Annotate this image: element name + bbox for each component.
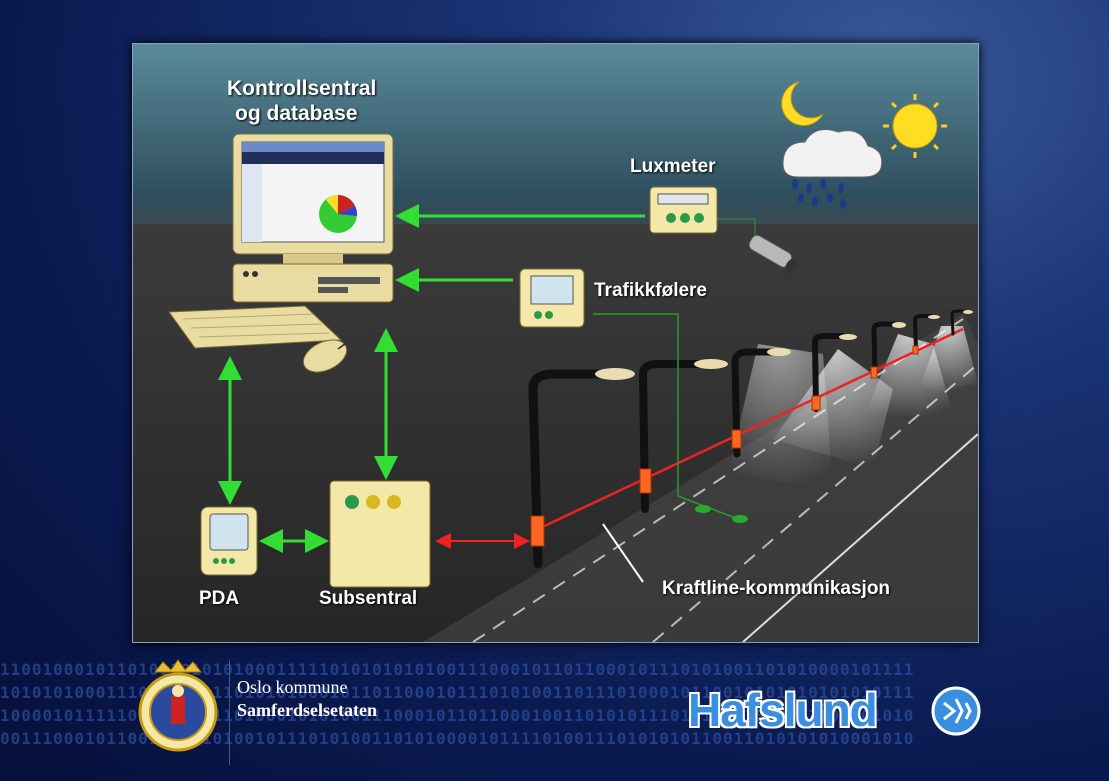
data-arrows [218,204,645,553]
street-lights [528,309,967,569]
subsentral-device-icon [329,480,431,588]
luxmeter-device-icon [649,186,756,249]
diagram-frame: Kontrollsentral og database Luxmeter Tra… [132,43,979,643]
oslo-seal-icon [138,659,218,752]
system-diagram [168,81,978,642]
traffic-sensor-device-icon [519,268,585,328]
org-unit: Samferdselsetaten [237,700,377,720]
binary-row: 1100100010110101101010100011111010101010… [0,660,915,679]
sensor-camera-icon [748,234,797,274]
powerline-label: Kraftline-kommunikasjon [662,578,891,599]
moon-icon [781,81,824,126]
org-block: Oslo kommune Samferdselsetaten [237,676,377,722]
powerline-pointer [602,523,644,583]
binary-row: 0011100010110011110101001011101010011010… [0,729,915,748]
subsentral-label: Subsentral [319,588,418,609]
org-name: Oslo kommune [237,677,348,697]
traffic-sensors-label: Trafikkfølere [594,280,707,301]
control-center-label-line1: Kontrollsentral [227,77,377,100]
lamp-heads [595,310,973,380]
control-center-label-line2: og database [235,102,358,125]
road-sensor-icon [593,313,748,523]
cloud-rain-icon [782,129,883,209]
light-cones [728,326,978,489]
binary-row: 1010101000111001010011010101000101101100… [0,683,915,702]
luxmeter-label: Luxmeter [630,156,716,177]
computer-icon [168,133,394,373]
binary-row: 1000010111110100110011010001010100111000… [0,706,915,725]
hafslund-logo-text: Hafslund [688,684,878,736]
pda-label: PDA [199,588,240,609]
powerline [537,327,964,531]
footer-divider [229,660,230,765]
hafslund-logo-icon [931,686,981,736]
powerline-nodes [530,345,919,547]
sun-icon [883,94,947,158]
pda-icon [200,506,258,576]
